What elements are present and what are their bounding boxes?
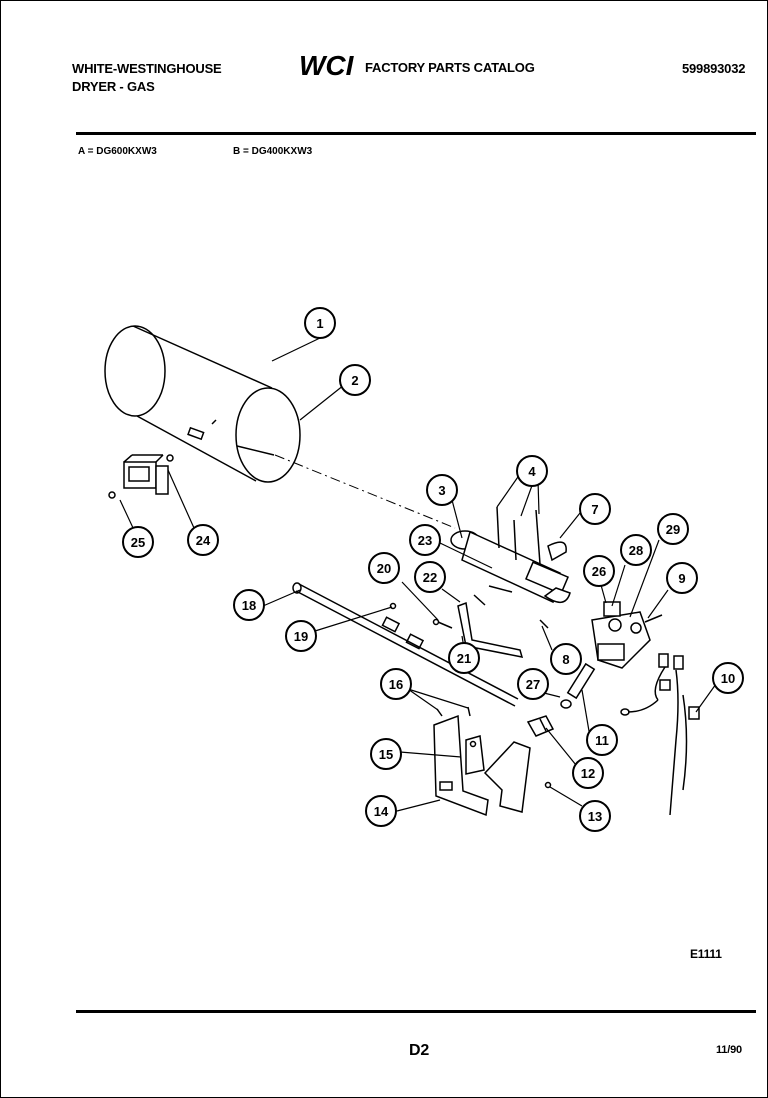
- callout-7: 7: [579, 493, 611, 525]
- callout-8: 8: [550, 643, 582, 675]
- svg-text:15: 15: [379, 747, 393, 762]
- document-number: 599893032: [682, 61, 746, 76]
- svg-text:27: 27: [526, 677, 540, 692]
- brand-line-1: WHITE-WESTINGHOUSE: [72, 61, 222, 76]
- callout-21: 21: [448, 642, 480, 674]
- callout-20: 20: [368, 552, 400, 584]
- svg-text:26: 26: [592, 564, 606, 579]
- svg-text:3: 3: [438, 483, 445, 498]
- callout-2: 2: [339, 364, 371, 396]
- callout-9: 9: [666, 562, 698, 594]
- callout-4: 4: [516, 455, 548, 487]
- page-code: D2: [409, 1042, 430, 1059]
- svg-text:7: 7: [591, 502, 598, 517]
- svg-text:14: 14: [374, 804, 389, 819]
- svg-text:13: 13: [588, 809, 602, 824]
- burner-support-bracket: [433, 706, 531, 817]
- callout-10: 10: [712, 662, 744, 694]
- model-a-label: A = DG600KXW3: [78, 146, 157, 157]
- callout-27: 27: [517, 668, 549, 700]
- svg-text:20: 20: [377, 561, 391, 576]
- callout-29: 29: [657, 513, 689, 545]
- gas-valve: [591, 601, 663, 669]
- model-b-label: B = DG400KXW3: [233, 146, 313, 157]
- wci-logo: WCI: [299, 50, 355, 80]
- callout-12: 12: [572, 757, 604, 789]
- svg-text:8: 8: [562, 652, 569, 667]
- date-code: 11/90: [716, 1044, 742, 1056]
- svg-text:4: 4: [528, 464, 536, 479]
- svg-text:1: 1: [316, 316, 323, 331]
- svg-text:16: 16: [389, 677, 403, 692]
- svg-text:24: 24: [196, 533, 211, 548]
- callout-14: 14: [365, 795, 397, 827]
- callouts: 1 2 3 4 7 23 29 28 26 9 20 22 18 19 21 8…: [122, 307, 744, 832]
- illustration-code: E1111: [690, 947, 722, 961]
- brand-line-2: DRYER - GAS: [72, 79, 155, 94]
- callout-19: 19: [285, 620, 317, 652]
- igniter-bracket: [432, 601, 524, 658]
- footer-rule: [76, 1010, 756, 1013]
- callout-24: 24: [187, 524, 219, 556]
- callout-16: 16: [380, 668, 412, 700]
- svg-text:11: 11: [595, 733, 609, 748]
- wci-logo-text: WCI: [299, 50, 355, 80]
- callout-28: 28: [620, 534, 652, 566]
- svg-text:22: 22: [423, 570, 437, 585]
- callout-3: 3: [426, 474, 458, 506]
- svg-text:25: 25: [131, 535, 145, 550]
- callout-22: 22: [414, 561, 446, 593]
- svg-text:18: 18: [242, 598, 256, 613]
- leader-lines: [119, 337, 717, 812]
- svg-text:28: 28: [629, 543, 643, 558]
- gas-pipe: [560, 662, 596, 709]
- flame-sensor: [108, 454, 174, 499]
- burner-tube: [104, 325, 301, 483]
- clip-screw: [526, 715, 555, 789]
- callout-15: 15: [370, 738, 402, 770]
- svg-text:21: 21: [457, 651, 471, 666]
- svg-text:23: 23: [418, 533, 432, 548]
- svg-text:2: 2: [351, 373, 358, 388]
- callout-11: 11: [586, 724, 618, 756]
- catalog-title: FACTORY PARTS CATALOG: [365, 60, 535, 75]
- svg-text:9: 9: [678, 571, 685, 586]
- wiring-harness: [620, 653, 700, 816]
- svg-text:29: 29: [666, 522, 680, 537]
- callout-23: 23: [409, 524, 441, 556]
- callout-18: 18: [233, 589, 265, 621]
- callout-1: 1: [304, 307, 336, 339]
- header-rule: [76, 132, 756, 135]
- callout-25: 25: [122, 526, 154, 558]
- svg-text:12: 12: [581, 766, 595, 781]
- callout-26: 26: [583, 555, 615, 587]
- burner-assembly: [450, 506, 571, 629]
- svg-text:10: 10: [721, 671, 735, 686]
- callout-13: 13: [579, 800, 611, 832]
- svg-text:19: 19: [294, 629, 308, 644]
- mounting-rail: [292, 582, 519, 707]
